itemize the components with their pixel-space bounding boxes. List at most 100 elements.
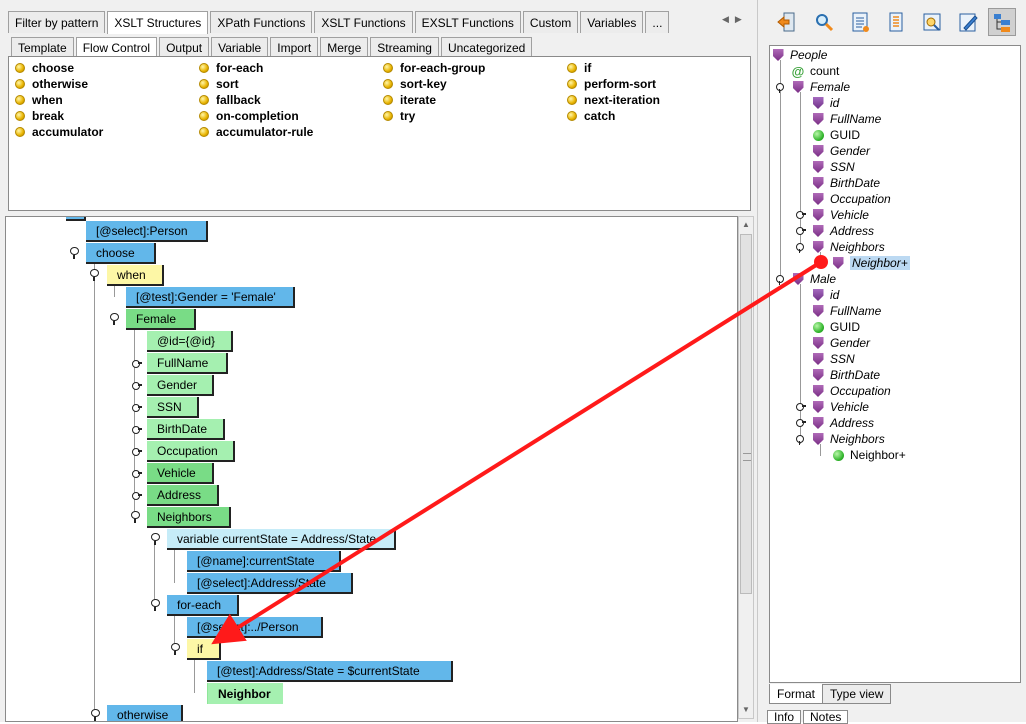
scroll-thumb[interactable] [740, 234, 752, 594]
schema-node-male-gender[interactable]: Gender [812, 335, 870, 351]
node-birthdate[interactable]: BirthDate [147, 419, 225, 440]
schema-node-male-address[interactable]: Address [812, 415, 874, 431]
schema-node-count[interactable]: @count [791, 63, 840, 79]
expand-icon[interactable] [131, 359, 142, 368]
tree-view-icon[interactable] [988, 8, 1016, 36]
expand-icon[interactable] [131, 491, 142, 500]
node-variable-currentstate[interactable]: variable currentState = Address/State [167, 529, 396, 550]
tab-streaming[interactable]: Streaming [370, 37, 439, 57]
edit-icon[interactable] [954, 8, 982, 36]
tab-xpath-functions[interactable]: XPath Functions [210, 11, 313, 33]
palette-item-choose[interactable]: choose [15, 61, 74, 75]
collapse-icon[interactable] [775, 274, 784, 285]
schema-node-female-address[interactable]: Address [812, 223, 874, 239]
schema-node-male-guid[interactable]: GUID [812, 319, 860, 335]
tab-output[interactable]: Output [159, 37, 210, 57]
node-var-select[interactable]: [@select]:Address/State [187, 573, 353, 594]
collapse-pin-icon[interactable] [109, 313, 119, 325]
expand-icon[interactable] [795, 402, 806, 411]
tab-variable[interactable]: Variable [211, 37, 269, 57]
expand-icon[interactable] [131, 403, 142, 412]
preview-icon[interactable] [918, 8, 946, 36]
scroll-down-icon[interactable]: ▼ [742, 705, 750, 714]
node-if[interactable]: if [187, 639, 221, 660]
schema-node-female-guid[interactable]: GUID [812, 127, 860, 143]
search-icon[interactable] [810, 8, 838, 36]
node-vehicle[interactable]: Vehicle [147, 463, 214, 484]
schema-node-male-birthdate[interactable]: BirthDate [812, 367, 880, 383]
node-for-each[interactable]: for-each [167, 595, 239, 616]
collapse-pin-icon[interactable] [89, 269, 99, 281]
node-occupation[interactable]: Occupation [147, 441, 235, 462]
palette-item-accumulator-rule[interactable]: accumulator-rule [199, 125, 313, 139]
tab-scroll-right-icon[interactable]: ▶ [734, 14, 742, 24]
schema-node-female-vehicle[interactable]: Vehicle [812, 207, 869, 223]
palette-item-next-iteration[interactable]: next-iteration [567, 93, 660, 107]
node-neighbor[interactable]: Neighbor [207, 683, 283, 704]
schema-node-female-id[interactable]: id [812, 95, 839, 111]
tab-xslt-structures[interactable]: XSLT Structures [107, 11, 209, 34]
tab-template[interactable]: Template [11, 37, 74, 57]
palette-item-otherwise[interactable]: otherwise [15, 77, 88, 91]
schema-node-people[interactable]: People [772, 47, 827, 63]
collapse-pin-icon[interactable] [130, 511, 140, 523]
tab-exslt-functions[interactable]: EXSLT Functions [414, 11, 521, 33]
node-when[interactable]: when [107, 265, 164, 286]
tab-scroll-left-icon[interactable]: ◀ [722, 14, 729, 24]
schema-node-male-fullname[interactable]: FullName [812, 303, 881, 319]
scroll-up-icon[interactable]: ▲ [742, 220, 750, 229]
node-female[interactable]: Female [126, 309, 196, 330]
tab-uncategorized[interactable]: Uncategorized [440, 37, 533, 57]
node-address[interactable]: Address [147, 485, 219, 506]
node-fullname[interactable]: FullName [147, 353, 228, 374]
palette-item-on-completion[interactable]: on-completion [199, 109, 299, 123]
schema-node-female-fullname[interactable]: FullName [812, 111, 881, 127]
tab-more[interactable]: ... [645, 11, 670, 33]
schema-node-male-occupation[interactable]: Occupation [812, 383, 891, 399]
schema-tree[interactable]: People @count Female id FullName GUID Ge… [769, 45, 1021, 683]
list-icon[interactable] [882, 8, 910, 36]
expand-icon[interactable] [795, 210, 806, 219]
collapse-pin-icon[interactable] [150, 533, 160, 545]
palette-item-sort[interactable]: sort [199, 77, 239, 91]
palette-item-sort-key[interactable]: sort-key [383, 77, 447, 91]
node-ssn[interactable]: SSN [147, 397, 199, 418]
node-test-gender[interactable]: [@test]:Gender = 'Female' [126, 287, 295, 308]
node-if-test[interactable]: [@test]:Address/State = $currentState [207, 661, 453, 682]
node-select-person[interactable]: [@select]:Person [86, 221, 208, 242]
node-neighbors[interactable]: Neighbors [147, 507, 231, 528]
schema-node-male[interactable]: Male [792, 271, 836, 287]
palette-item-fallback[interactable]: fallback [199, 93, 261, 107]
node-id-attribute[interactable]: @id={@id} [147, 331, 233, 352]
palette-item-perform-sort[interactable]: perform-sort [567, 77, 656, 91]
node-foreach-select[interactable]: [@select]:../Person [187, 617, 323, 638]
tab-import[interactable]: Import [270, 37, 319, 57]
collapse-icon[interactable] [775, 82, 784, 93]
schema-node-male-neighbors[interactable]: Neighbors [812, 431, 885, 447]
schema-node-male-neighbor[interactable]: Neighbor+ [832, 447, 906, 463]
palette-item-try[interactable]: try [383, 109, 415, 123]
schema-node-male-ssn[interactable]: SSN [812, 351, 855, 367]
schema-node-male-id[interactable]: id [812, 287, 839, 303]
palette-item-iterate[interactable]: iterate [383, 93, 436, 107]
node-otherwise[interactable]: otherwise [107, 705, 183, 721]
palette-item-for-each-group[interactable]: for-each-group [383, 61, 485, 75]
palette-item-catch[interactable]: catch [567, 109, 615, 123]
tab-merge[interactable]: Merge [320, 37, 369, 57]
palette-item-for-each[interactable]: for-each [199, 61, 263, 75]
node-choose[interactable]: choose [86, 243, 156, 264]
expand-icon[interactable] [131, 447, 142, 456]
tab-variables[interactable]: Variables [580, 11, 644, 33]
collapse-pin-icon[interactable] [150, 599, 160, 611]
palette-item-when[interactable]: when [15, 93, 63, 107]
expand-icon[interactable] [131, 425, 142, 434]
back-arrow-icon[interactable] [773, 8, 801, 36]
expand-icon[interactable] [795, 418, 806, 427]
collapse-icon[interactable] [795, 242, 804, 253]
schema-node-female-neighbors[interactable]: Neighbors [812, 239, 885, 255]
tab-flow-control[interactable]: Flow Control [75, 37, 158, 57]
collapse-icon[interactable] [795, 434, 804, 445]
tab-xslt-functions[interactable]: XSLT Functions [314, 11, 413, 33]
schema-node-female-occupation[interactable]: Occupation [812, 191, 891, 207]
expand-icon[interactable] [795, 226, 806, 235]
